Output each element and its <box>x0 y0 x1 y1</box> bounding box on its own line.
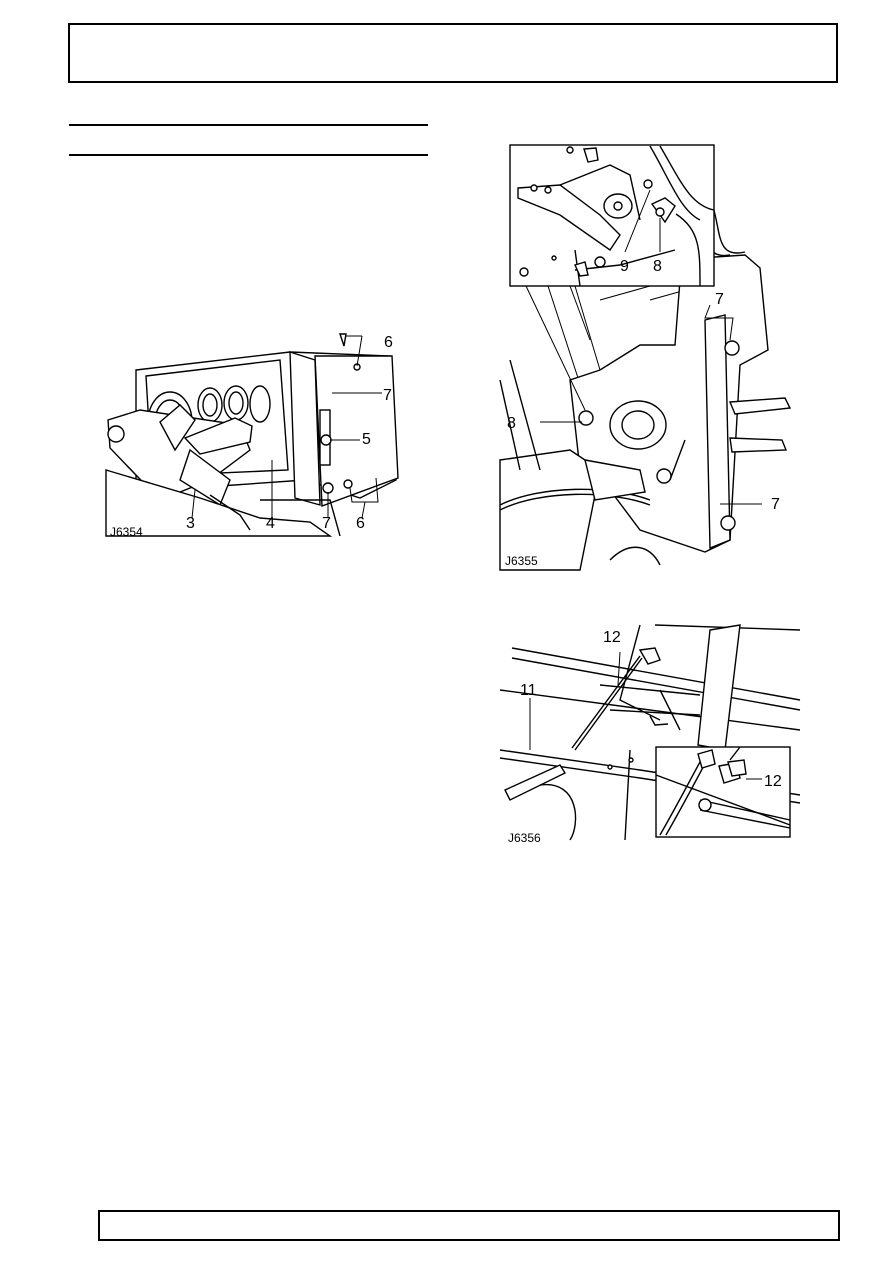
callout-3: 3 <box>186 515 195 532</box>
section-rule-top <box>69 124 428 126</box>
callout-7-bottom: 7 <box>771 496 780 513</box>
figure-j6356: 12 11 12 J6356 <box>499 620 801 845</box>
figure-j6355: 9 8 7 8 7 J6355 <box>499 140 800 571</box>
callout-7-top: 7 <box>715 291 724 308</box>
callout-7-top: 7 <box>383 387 392 404</box>
figure-code: J6356 <box>508 831 541 845</box>
page-footer-box <box>98 1210 840 1241</box>
instrument-panel-drawing <box>105 333 399 537</box>
callout-12-inset: 12 <box>764 773 782 790</box>
inset-detail-box <box>509 144 715 287</box>
callout-7-bottom: 7 <box>322 515 331 532</box>
callout-4: 4 <box>266 515 275 532</box>
figure-code: J6355 <box>505 554 538 568</box>
callout-6-bottom: 6 <box>356 515 365 532</box>
section-rule-bottom <box>69 154 428 156</box>
callout-8-inset: 8 <box>653 258 662 275</box>
inset-detail-box <box>655 746 791 838</box>
figure-j6354: 6 7 5 3 4 7 6 J6354 <box>100 330 410 545</box>
bracket-assembly-drawing <box>499 189 792 571</box>
callout-9: 9 <box>620 258 629 275</box>
callout-6-top: 6 <box>384 334 393 351</box>
floor-panel-drawing <box>499 624 801 841</box>
callout-12-top: 12 <box>603 629 621 646</box>
figure-code: J6354 <box>110 525 143 539</box>
page-header-box <box>68 23 838 83</box>
callout-5: 5 <box>362 431 371 448</box>
callout-8-left: 8 <box>507 415 516 432</box>
callout-11: 11 <box>520 682 537 699</box>
